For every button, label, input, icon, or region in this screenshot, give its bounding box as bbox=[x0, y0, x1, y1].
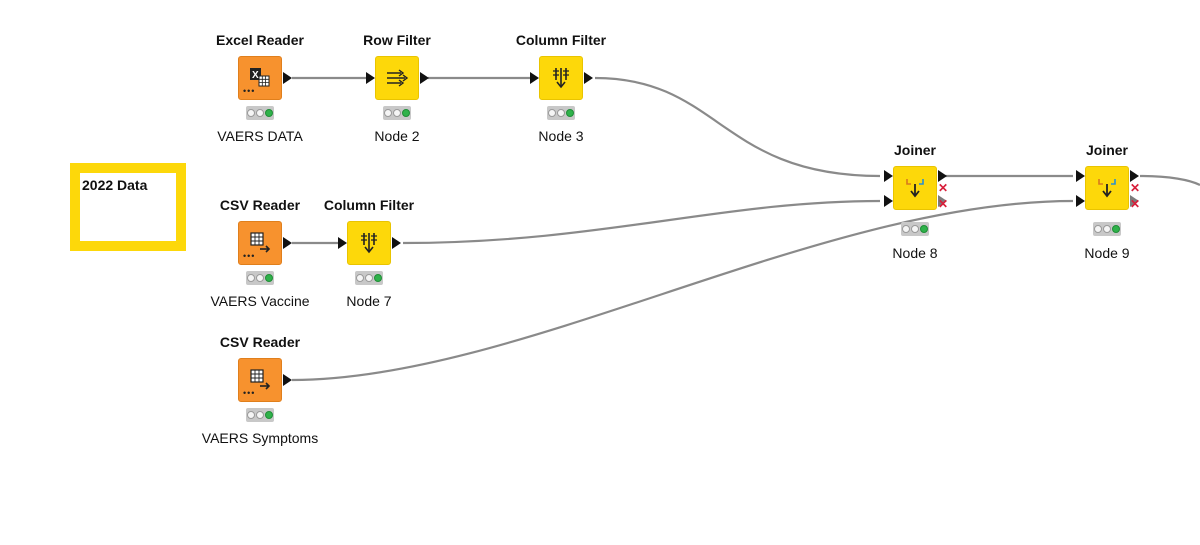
node-body[interactable]: ••• bbox=[238, 221, 282, 265]
output-port-icon[interactable] bbox=[584, 72, 593, 84]
output-port-icon[interactable] bbox=[420, 72, 429, 84]
svg-text:X: X bbox=[252, 70, 259, 81]
node-title: Excel Reader bbox=[216, 32, 304, 48]
node-body[interactable] bbox=[347, 221, 391, 265]
node-label[interactable]: Node 7 bbox=[346, 293, 392, 309]
input-port-bottom-icon[interactable] bbox=[884, 195, 893, 207]
output-port-bottom-icon[interactable] bbox=[1130, 195, 1139, 207]
node-row-filter[interactable]: Row Filter Node 2 bbox=[337, 32, 457, 172]
joiner-icon bbox=[1098, 179, 1116, 198]
input-port-icon[interactable] bbox=[366, 72, 375, 84]
node-title: CSV Reader bbox=[219, 197, 301, 213]
joiner-icon bbox=[906, 179, 924, 198]
node-column-filter-2[interactable]: Column Filter Node 7 bbox=[309, 197, 429, 337]
node-joiner-1[interactable]: Joiner ✕ ✕ Node 8 bbox=[855, 142, 975, 282]
node-title: CSV Reader bbox=[219, 334, 301, 350]
node-label[interactable]: VAERS DATA bbox=[217, 128, 303, 144]
output-port-icon[interactable] bbox=[392, 237, 401, 249]
output-port-top-icon[interactable] bbox=[938, 170, 947, 182]
status-lights-icon bbox=[901, 222, 929, 236]
workflow-annotation[interactable]: 2022 Data bbox=[70, 163, 186, 251]
node-title: Column Filter bbox=[515, 32, 607, 48]
input-port-top-icon[interactable] bbox=[1076, 170, 1085, 182]
input-port-top-icon[interactable] bbox=[884, 170, 893, 182]
node-dots-icon: ••• bbox=[243, 86, 256, 96]
column-filter-icon bbox=[553, 68, 569, 89]
node-label[interactable]: VAERS Symptoms bbox=[201, 430, 319, 446]
node-body[interactable]: X ••• bbox=[238, 56, 282, 100]
node-body[interactable] bbox=[539, 56, 583, 100]
status-lights-icon bbox=[246, 271, 274, 285]
node-joiner-2[interactable]: Joiner ✕ ✕ Node 9 bbox=[1047, 142, 1167, 282]
excel-reader-icon: X bbox=[250, 68, 270, 87]
node-csv-reader-symptoms[interactable]: CSV Reader ••• VAERS Symptoms bbox=[200, 334, 320, 474]
output-port-bottom-icon[interactable] bbox=[938, 195, 947, 207]
node-body[interactable]: ••• bbox=[238, 358, 282, 402]
connection-columnfilter-to-joiner1 bbox=[594, 76, 881, 178]
output-port-icon[interactable] bbox=[283, 237, 292, 249]
status-lights-icon bbox=[383, 106, 411, 120]
node-label[interactable]: VAERS Vaccine bbox=[210, 293, 310, 309]
node-csv-reader-vaccine[interactable]: CSV Reader ••• VAERS Vaccine bbox=[200, 197, 320, 337]
node-label[interactable]: Node 8 bbox=[892, 245, 938, 261]
node-label[interactable]: Node 9 bbox=[1084, 245, 1130, 261]
node-dots-icon: ••• bbox=[243, 251, 256, 261]
status-lights-icon bbox=[355, 271, 383, 285]
node-label[interactable]: Node 3 bbox=[538, 128, 584, 144]
csv-reader-icon bbox=[250, 232, 271, 253]
inactive-port-icon: ✕ bbox=[938, 181, 949, 195]
node-label[interactable]: Node 2 bbox=[374, 128, 420, 144]
node-title: Joiner bbox=[893, 142, 936, 158]
input-port-icon[interactable] bbox=[338, 237, 347, 249]
node-body[interactable] bbox=[1085, 166, 1129, 210]
output-port-icon[interactable] bbox=[283, 72, 292, 84]
node-column-filter-1[interactable]: Column Filter Node 3 bbox=[501, 32, 621, 172]
node-title: Joiner bbox=[1085, 142, 1128, 158]
connection-columnfilter2-to-joiner1 bbox=[402, 199, 881, 245]
status-lights-icon bbox=[547, 106, 575, 120]
annotation-text: 2022 Data bbox=[82, 177, 148, 193]
inactive-port-icon: ✕ bbox=[1130, 181, 1141, 195]
output-port-icon[interactable] bbox=[283, 374, 292, 386]
input-port-bottom-icon[interactable] bbox=[1076, 195, 1085, 207]
inactive-port-icon: ✕ bbox=[1130, 197, 1141, 211]
status-lights-icon bbox=[1093, 222, 1121, 236]
node-dots-icon: ••• bbox=[243, 388, 256, 398]
row-filter-icon bbox=[387, 69, 409, 87]
status-lights-icon bbox=[246, 408, 274, 422]
status-lights-icon bbox=[246, 106, 274, 120]
inactive-port-icon: ✕ bbox=[938, 197, 949, 211]
node-title: Column Filter bbox=[323, 197, 415, 213]
input-port-icon[interactable] bbox=[530, 72, 539, 84]
node-body[interactable] bbox=[375, 56, 419, 100]
csv-reader-icon bbox=[250, 369, 271, 390]
node-title: Row Filter bbox=[363, 32, 431, 48]
column-filter-icon bbox=[361, 233, 377, 254]
node-body[interactable] bbox=[893, 166, 937, 210]
node-excel-reader[interactable]: Excel Reader X ••• VAERS DATA bbox=[200, 32, 320, 172]
output-port-top-icon[interactable] bbox=[1130, 170, 1139, 182]
